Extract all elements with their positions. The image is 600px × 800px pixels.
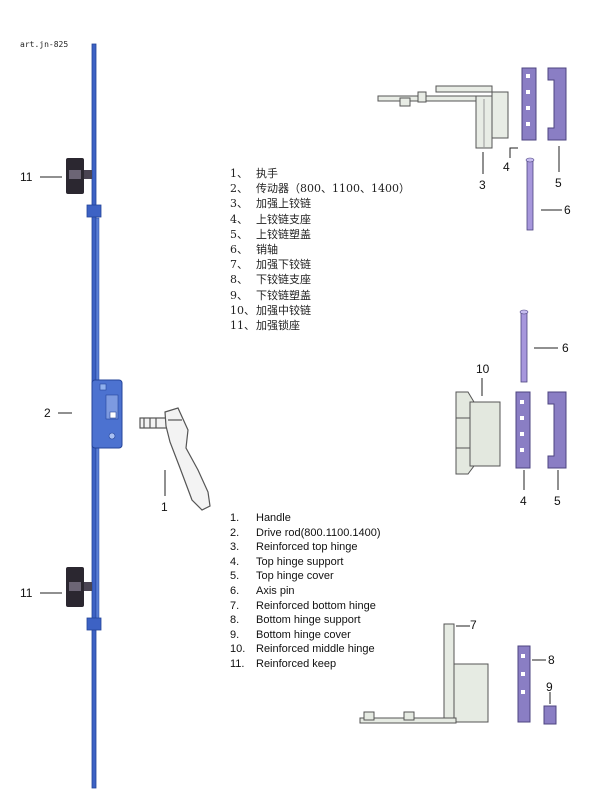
callout-5-mid: 5 <box>554 494 561 508</box>
keep-bottom <box>66 567 92 607</box>
parts-en-item: 3.Reinforced top hinge <box>230 541 358 554</box>
middle-hinge-support <box>515 391 531 469</box>
reinforced-middle-hinge <box>455 391 501 475</box>
callout-9: 9 <box>546 680 553 694</box>
parts-cn-item: 6、销轴 <box>230 243 278 257</box>
callout-4-top: 4 <box>503 160 510 174</box>
callout-4-mid: 4 <box>520 494 527 508</box>
callout-11-bottom: 11 <box>20 586 33 600</box>
callout-10: 10 <box>476 362 490 376</box>
leader-lines <box>40 146 562 704</box>
parts-en-item: 5.Top hinge cover <box>230 570 334 583</box>
callout-8: 8 <box>548 653 555 667</box>
axis-pin-top <box>525 157 535 231</box>
callout-1: 1 <box>161 500 168 514</box>
parts-cn-item: 10、加强中铰链 <box>230 303 311 317</box>
parts-cn-item: 9、下铰链塑盖 <box>230 288 311 302</box>
parts-cn-item: 8、下铰链支座 <box>230 273 311 287</box>
callout-6-mid: 6 <box>562 341 569 355</box>
callout-6-top: 6 <box>564 203 571 217</box>
parts-cn-item: 4、上铰链支座 <box>230 212 311 226</box>
top-hinge-support <box>521 67 537 141</box>
callout-2: 2 <box>44 406 51 420</box>
parts-cn-item: 1、执手 <box>230 167 278 180</box>
parts-en-item: 6.Axis pin <box>230 584 295 597</box>
handle <box>139 407 211 511</box>
parts-en-item: 10.Reinforced middle hinge <box>230 643 375 656</box>
article-code: art.jn-825 <box>20 40 69 49</box>
parts-cn-item: 11、加强锁座 <box>230 319 300 333</box>
parts-cn-item: 7、加强下铰链 <box>230 258 311 272</box>
axis-pin-mid <box>519 309 529 383</box>
callout-11-top: 11 <box>20 170 33 184</box>
gearbox <box>91 379 123 449</box>
parts-en-item: 8.Bottom hinge support <box>230 614 361 627</box>
parts-en-item: 9.Bottom hinge cover <box>230 628 351 641</box>
parts-en-item: 2.Drive rod(800.1100.1400) <box>230 526 381 539</box>
parts-en-item: 11.Reinforced keep <box>230 657 337 670</box>
parts-cn-item: 5、上铰链塑盖 <box>230 227 311 241</box>
middle-hinge-cover <box>547 391 567 469</box>
callout-3: 3 <box>479 178 486 192</box>
parts-list-chinese: 1、执手 2、传动器（800、1100、1400） 3、加强上铰链 4、上铰链支… <box>230 166 410 333</box>
parts-cn-item: 3、加强上铰链 <box>230 197 311 211</box>
parts-en-item: 4.Top hinge support <box>230 555 344 568</box>
parts-en-item: 1.Handle <box>230 512 291 524</box>
bottom-hinge-support <box>517 645 531 723</box>
bottom-hinge-cover <box>543 705 557 725</box>
parts-en-item: 7.Reinforced bottom hinge <box>230 599 376 612</box>
parts-cn-item: 2、传动器（800、1100、1400） <box>230 182 410 196</box>
reinforced-top-hinge <box>377 85 509 149</box>
top-hinge-cover <box>547 67 567 141</box>
reinforced-bottom-hinge <box>359 623 489 724</box>
parts-list-english: 1.Handle 2.Drive rod(800.1100.1400) 3.Re… <box>230 511 381 672</box>
keep-top <box>66 158 92 194</box>
callout-5-top: 5 <box>555 176 562 190</box>
callout-7: 7 <box>470 618 477 632</box>
